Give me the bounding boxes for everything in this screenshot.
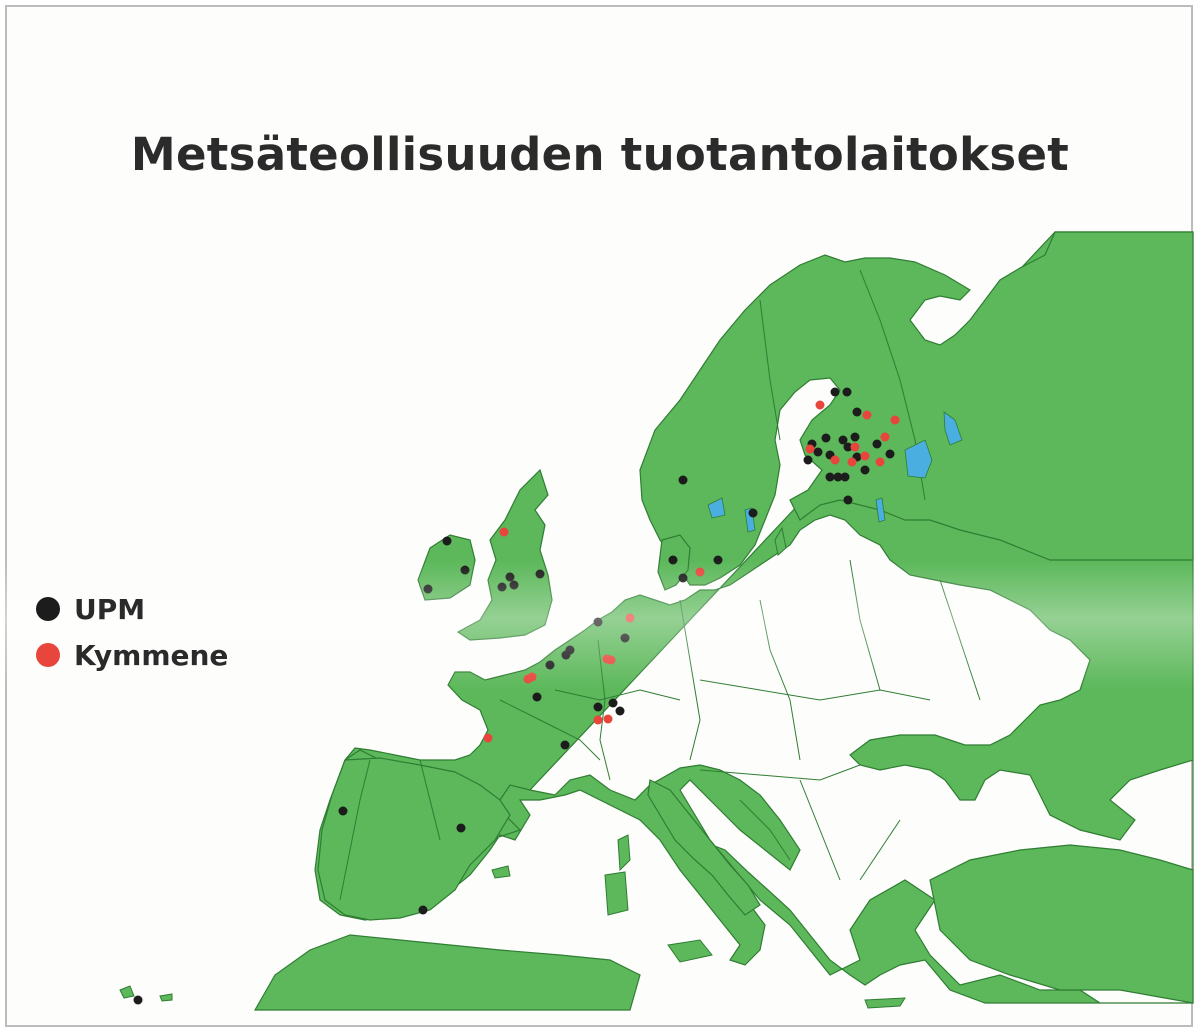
legend-item-upm: UPM [36,586,228,632]
kymmene-site-marker [606,655,616,665]
landmass-italy [647,779,761,916]
upm-site-marker [838,435,848,445]
upm-site-marker [620,633,630,643]
upm-site-marker [678,475,688,485]
upm-site-marker [608,698,618,708]
upm-site-marker [678,573,688,583]
landmass-sicily [667,939,713,963]
legend-label-upm: UPM [74,592,146,626]
landmass-north-africa [253,934,641,1011]
upm-site-marker [593,617,603,627]
landmass-gotland [774,526,787,556]
upm-site-marker [668,555,678,565]
landmass-ireland [417,534,476,601]
upm-site-marker [843,442,853,452]
kymmene-site-marker [603,714,613,724]
upm-site-marker [545,660,555,670]
upm-site-marker [850,432,860,442]
upm-site-marker [713,555,723,565]
kymmene-dot-icon [36,643,60,667]
upm-site-marker [885,449,895,459]
landmass-turkey [929,844,1194,1004]
upm-site-marker [133,995,143,1005]
upm-sites [133,387,895,1005]
upm-site-marker [803,455,813,465]
lake-peipus [875,497,886,523]
legend-item-kymmene: Kymmene [36,632,228,678]
upm-site-marker [615,706,625,716]
legend-label-kymmene: Kymmene [74,638,229,672]
kymmene-site-marker [862,410,872,420]
landmass-canary [119,985,173,1002]
upm-site-marker [825,472,835,482]
upm-dot-icon [36,597,60,621]
upm-site-marker [833,472,843,482]
landmass-great-britain [456,468,553,641]
kymmene-site-marker [695,567,705,577]
upm-site-marker [840,472,850,482]
kymmene-site-marker [805,444,815,454]
kymmene-site-marker [483,733,493,743]
upm-site-marker [497,582,507,592]
map-title: Metsäteollisuuden tuotantolaitokset [130,128,1070,181]
lake-vanern [707,497,726,519]
upm-site-marker [843,495,853,505]
lake-ladoga [904,439,933,479]
upm-site-marker [860,465,870,475]
upm-site-marker [565,645,575,655]
upm-site-marker [821,433,831,443]
kymmene-site-marker [847,457,857,467]
legend: UPM Kymmene [36,586,228,678]
kymmene-site-marker [890,415,900,425]
upm-site-marker [532,692,542,702]
upm-site-marker [442,536,452,546]
kymmene-site-marker [815,400,825,410]
upm-site-marker [748,508,758,518]
upm-site-marker [593,702,603,712]
upm-site-marker [423,584,433,594]
kymmene-site-marker [499,527,509,537]
kymmene-site-marker [880,432,890,442]
lake-onega [943,411,963,446]
kymmene-site-marker [875,457,885,467]
upm-site-marker [418,905,428,915]
kymmene-site-marker [850,442,860,452]
landmass-iberia [317,757,511,921]
upm-site-marker [505,572,515,582]
upm-site-marker [535,569,545,579]
upm-site-marker [872,439,882,449]
landmass-crete [864,997,906,1009]
kymmene-sites [483,400,900,743]
lakes [707,411,963,533]
kymmene-site-marker [625,613,635,623]
landmass-sardinia [604,871,629,916]
landmass-balearic [491,865,511,879]
upm-site-marker [842,387,852,397]
kymmene-site-marker [593,715,603,725]
upm-site-marker [852,407,862,417]
kymmene-site-marker [527,672,537,682]
upm-site-marker [813,447,823,457]
upm-site-marker [338,806,348,816]
landmass-corsica [617,834,631,872]
land [119,231,1194,1011]
upm-site-marker [830,387,840,397]
landmass-scandinavia [639,231,1194,586]
kymmene-site-marker [860,451,870,461]
upm-site-marker [560,740,570,750]
kymmene-site-marker [830,455,840,465]
upm-site-marker [456,823,466,833]
upm-site-marker [509,580,519,590]
upm-site-marker [460,565,470,575]
